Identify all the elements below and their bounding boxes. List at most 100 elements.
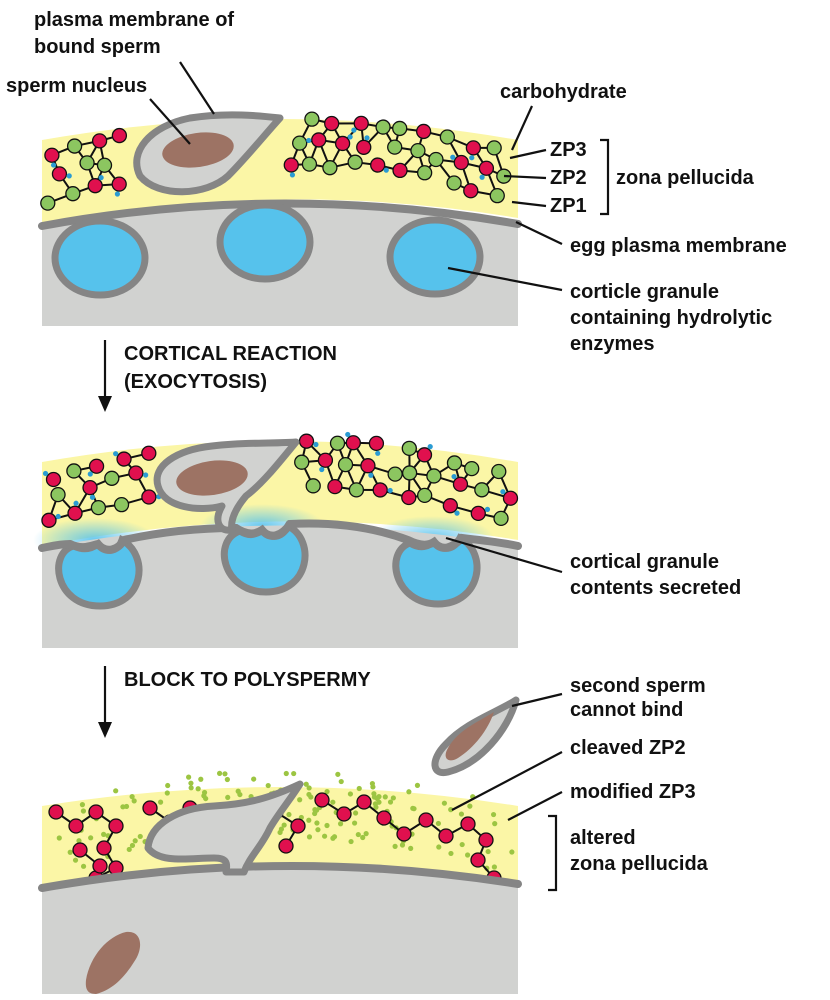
carbohydrate-dot: [143, 472, 149, 478]
modified-zp3-node: [314, 792, 330, 808]
modified-zp3-node: [96, 840, 112, 856]
sperm-membrane-fusion: [144, 780, 304, 876]
arrow-down: [98, 666, 112, 738]
cleaved-zp2-fragment: [251, 776, 257, 782]
cleaved-zp2-fragment: [126, 846, 132, 853]
leader-line: [451, 751, 563, 811]
zp3-node: [442, 498, 458, 514]
carbohydrate-dot: [114, 191, 120, 197]
zp2-node: [410, 142, 426, 159]
zp3-node: [415, 123, 432, 140]
zp2-node: [493, 510, 509, 527]
fusing-sperm: [153, 438, 300, 534]
cleaved-zp2-fragment: [348, 838, 354, 845]
cleaved-zp2-fragment: [324, 822, 330, 829]
cleaved-zp2-fragment: [165, 782, 171, 789]
carbohydrate-dot: [469, 155, 475, 161]
modified-zp3-node: [336, 806, 352, 822]
cortical-granule: [51, 217, 149, 299]
cleaved-zp2-fragment: [324, 788, 330, 795]
label-granule-contents-secreted: cortical granule contents secreted: [570, 551, 741, 599]
cleaved-zp2-fragment: [157, 799, 164, 805]
zp3-node: [111, 127, 128, 144]
zp2-node: [446, 455, 463, 471]
cleaved-zp2-fragment: [435, 820, 442, 827]
carbohydrate-dot: [351, 127, 357, 133]
leader-line: [149, 98, 191, 145]
cleaved-zp2-fragment: [129, 794, 135, 800]
zp3-node: [452, 476, 469, 492]
label-zp2: ZP2: [550, 167, 587, 189]
cleaved-zp2-fragment: [131, 798, 137, 804]
label-cortical-reaction: CORTICAL REACTION (EXOCYTOSIS): [124, 343, 343, 393]
cleaved-zp2-fragment: [120, 804, 126, 810]
cleaved-zp2-fragment: [306, 817, 312, 823]
carbohydrate-dot: [113, 451, 119, 457]
cleaved-zp2-fragment: [186, 774, 192, 780]
cleaved-zp2-fragment: [408, 845, 414, 851]
egg-plasma-membrane: [38, 519, 522, 554]
modified-zp3-node: [72, 842, 88, 858]
cleaved-zp2-fragment: [459, 841, 465, 848]
zp2-node: [337, 456, 354, 473]
modified-zp3-node: [92, 858, 108, 874]
label-cleaved-zp2: cleaved ZP2: [570, 737, 686, 759]
cleaved-zp2-fragment: [464, 852, 471, 858]
label-altered-zona-pellucida: altered zona pellucida: [570, 827, 709, 875]
cleaved-zp2-fragment: [436, 844, 442, 850]
cleaved-zp2-fragment: [283, 770, 289, 777]
zp2-node: [401, 465, 418, 481]
cleaved-zp2-fragment: [306, 785, 312, 791]
zp3-node: [45, 471, 62, 488]
carbohydrate-dot: [375, 450, 381, 456]
modified-zp3-node: [290, 818, 306, 834]
panel-1: [38, 111, 522, 326]
egg-plasma-membrane: [38, 861, 522, 892]
cleaved-zp2-fragment: [265, 782, 271, 789]
modified-zp3-node: [68, 818, 84, 834]
cleaved-zp2-fragment: [224, 776, 230, 783]
zp2-node: [417, 487, 433, 504]
carbohydrate-dot: [368, 472, 374, 478]
cortical-granule: [216, 201, 314, 283]
cleaved-zp2-fragment: [286, 811, 292, 818]
label-zp3: ZP3: [550, 139, 587, 161]
label-zona-pellucida: zona pellucida: [616, 167, 755, 189]
zp2-node: [439, 129, 456, 145]
zp2-node: [104, 470, 120, 486]
cleaved-zp2-fragment: [330, 799, 336, 805]
altered-zona-pellucida-layer: [42, 787, 518, 888]
zp3-node: [88, 458, 105, 474]
modified-zp3-node: [108, 818, 124, 834]
cleaved-zp2-fragment: [164, 790, 170, 796]
zp2-node: [491, 463, 507, 480]
cleaved-zp2-fragment: [410, 805, 416, 811]
fused-sperm: [85, 780, 304, 994]
carbohydrate-dot: [89, 494, 96, 500]
label-block-to-polyspermy: BLOCK TO POLYSPERMY: [124, 669, 371, 691]
cleaved-zp2-fragment: [216, 770, 223, 776]
modified-zp3-node: [88, 804, 104, 820]
label-modified-zp3: modified ZP3: [570, 781, 696, 803]
second-sperm: [431, 696, 520, 777]
zp2-node: [464, 460, 480, 477]
modified-zp3-node: [142, 800, 158, 816]
cleaved-zp2-fragment: [492, 821, 498, 827]
cleaved-zp2-fragment: [79, 802, 86, 808]
cleaved-zp2-fragment: [281, 822, 287, 828]
zp3-node: [327, 478, 343, 495]
leader-line: [447, 266, 563, 292]
cleaved-zp2-fragment: [306, 834, 313, 840]
modified-zp3-node: [470, 852, 486, 868]
modified-zp3-node: [396, 826, 412, 842]
cleaved-zp2-fragment: [222, 771, 228, 777]
zp3-node: [87, 178, 103, 194]
zp3-node: [356, 139, 372, 155]
label-second-sperm: second sperm cannot bind: [570, 675, 711, 721]
cleaved-zp2-fragment: [382, 794, 388, 800]
modified-zp3-node: [278, 838, 294, 854]
zp2-node: [489, 188, 505, 204]
zp2-node: [486, 140, 502, 156]
panel-2: [33, 431, 522, 648]
leader-line: [515, 221, 563, 245]
